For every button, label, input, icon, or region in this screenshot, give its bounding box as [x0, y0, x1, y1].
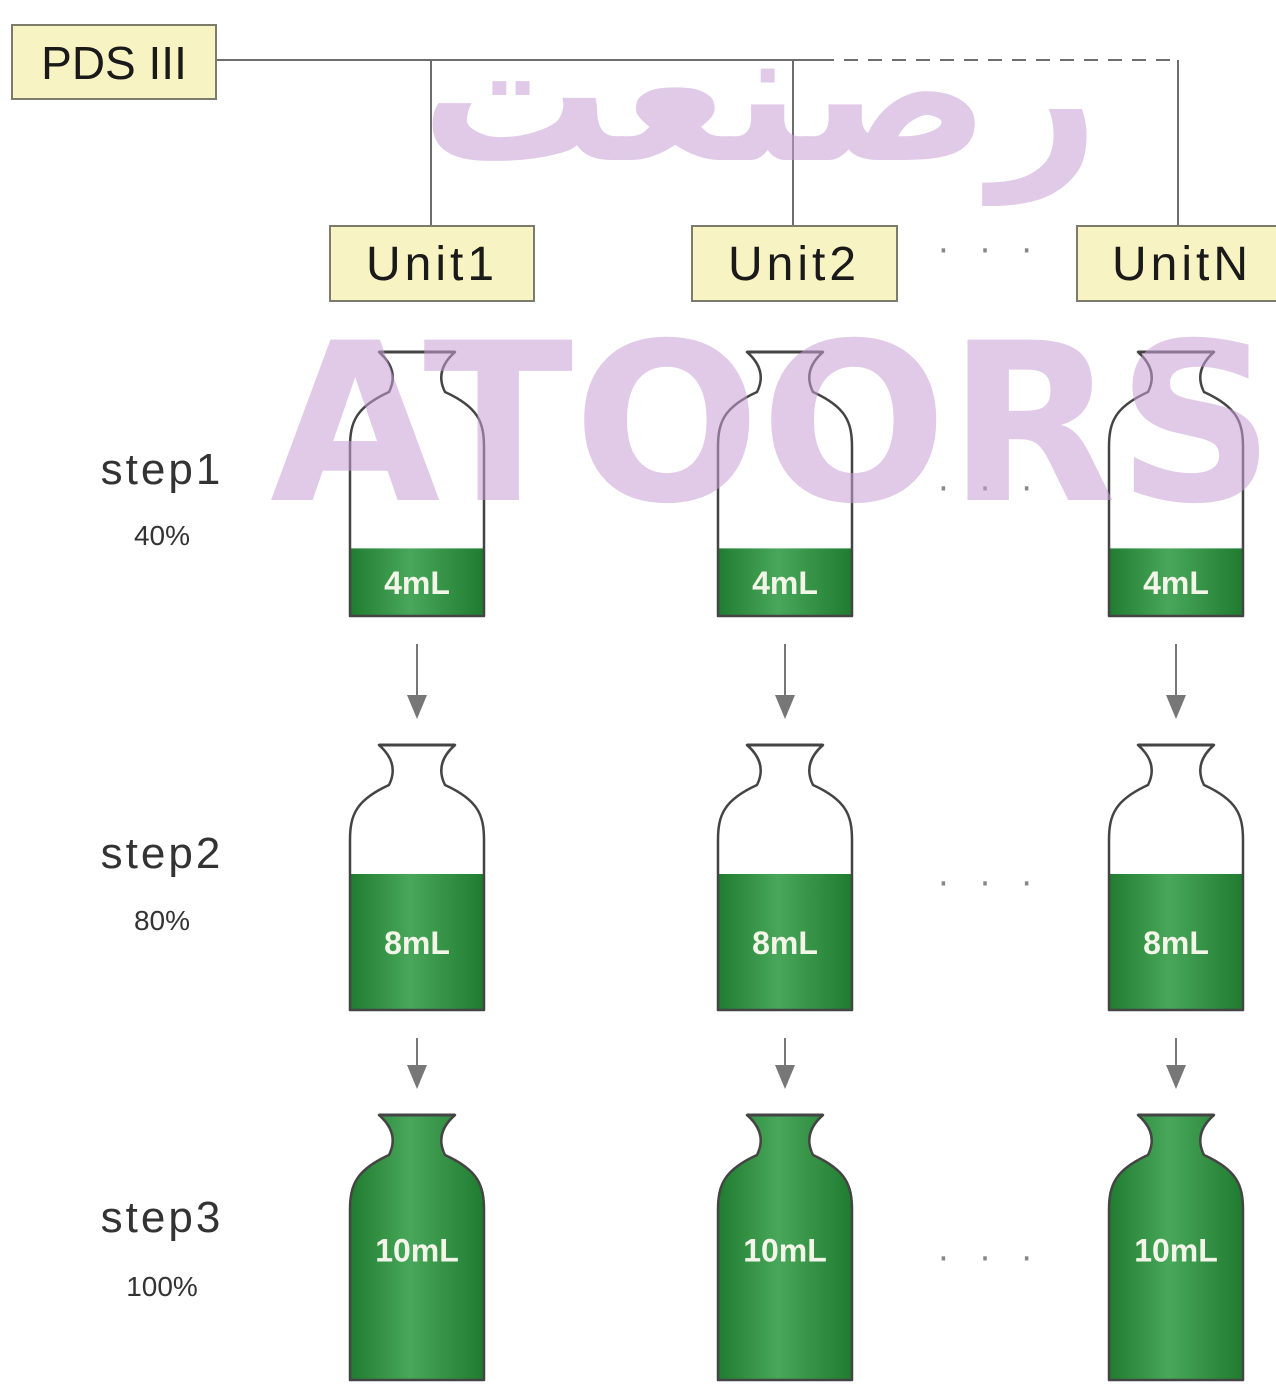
step-label: step2	[101, 829, 224, 878]
liquid-fill	[1109, 874, 1243, 1010]
vial: 4mL	[1107, 350, 1245, 618]
volume-label: 4mL	[384, 565, 450, 601]
vial: 10mL	[348, 1113, 486, 1382]
ellipsis-label: · · ·	[938, 469, 1042, 509]
vial: 8mL	[716, 743, 854, 1012]
ellipsis-label: · · ·	[938, 231, 1042, 271]
unit-box-frame	[1076, 225, 1276, 302]
volume-label: 8mL	[752, 925, 818, 961]
unit-box-frame	[329, 225, 535, 302]
down-arrow-icon	[407, 1038, 427, 1089]
unit-box-frame	[691, 225, 898, 302]
vial-outline	[348, 743, 486, 1012]
vial: 10mL	[716, 1113, 854, 1382]
unit-label: Unit2	[728, 238, 860, 291]
down-arrow-icon	[407, 644, 427, 719]
unit-box: UnitN	[1076, 225, 1276, 302]
down-arrow-icon	[775, 1038, 795, 1089]
watermark: رصنعت ATOORSAN	[270, 0, 1276, 552]
vial-outline	[1107, 743, 1245, 1012]
step-label: step3	[101, 1193, 224, 1242]
unit-label: Unit1	[366, 238, 498, 291]
flow-arrows	[407, 644, 1186, 1089]
controller-label: PDS III	[41, 37, 187, 89]
watermark-latin: ATOORSAN	[270, 296, 1276, 552]
vial-outline	[716, 350, 854, 618]
volume-label: 4mL	[1143, 565, 1209, 601]
volume-label: 8mL	[1143, 925, 1209, 961]
watermark-arabic: رصنعت	[421, 0, 1100, 206]
down-arrow-icon	[1166, 644, 1186, 719]
liquid-fill	[1109, 548, 1243, 616]
vial-outline	[716, 743, 854, 1012]
volume-label: 10mL	[743, 1233, 827, 1269]
down-arrow-icon	[1166, 1038, 1186, 1089]
vial: 4mL	[348, 350, 486, 618]
unit-box: Unit2	[691, 225, 898, 302]
ellipsis-label: · · ·	[938, 1239, 1042, 1279]
ellipsis-markers: · · · · · · · · · · · ·	[938, 231, 1042, 1279]
volume-label: 10mL	[1134, 1233, 1218, 1269]
vial: 10mL	[1107, 1113, 1245, 1382]
vial-outline	[348, 1113, 486, 1382]
liquid-fill	[718, 548, 852, 616]
step-labels: step1 40% step2 80% step3 100%	[101, 445, 224, 1302]
vial: 4mL	[716, 350, 854, 618]
unit-box: Unit1	[329, 225, 535, 302]
vial-outline	[716, 1113, 854, 1382]
volume-label: 10mL	[375, 1233, 459, 1269]
vial: 8mL	[348, 743, 486, 1012]
step-percent-label: 80%	[134, 905, 190, 936]
step-percent-label: 40%	[134, 520, 190, 551]
volume-label: 4mL	[752, 565, 818, 601]
liquid-fill	[350, 548, 484, 616]
controller-box-frame	[11, 24, 217, 100]
vial-outline	[1107, 350, 1245, 618]
down-arrow-icon	[775, 644, 795, 719]
liquid-fill	[350, 874, 484, 1010]
step-percent-label: 100%	[126, 1271, 198, 1302]
controller-box: PDS III	[11, 24, 217, 100]
vial: 8mL	[1107, 743, 1245, 1012]
step-label: step1	[101, 445, 224, 494]
liquid-fill	[718, 874, 852, 1010]
vial-outline	[348, 350, 486, 618]
ellipsis-label: · · ·	[938, 864, 1042, 904]
unit-label: UnitN	[1112, 238, 1252, 291]
vial-outline	[1107, 1113, 1245, 1382]
connector-lines	[215, 59, 1179, 226]
volume-label: 8mL	[384, 925, 450, 961]
unit-boxes: PDS III Unit1 Unit2 UnitN	[11, 24, 1276, 302]
